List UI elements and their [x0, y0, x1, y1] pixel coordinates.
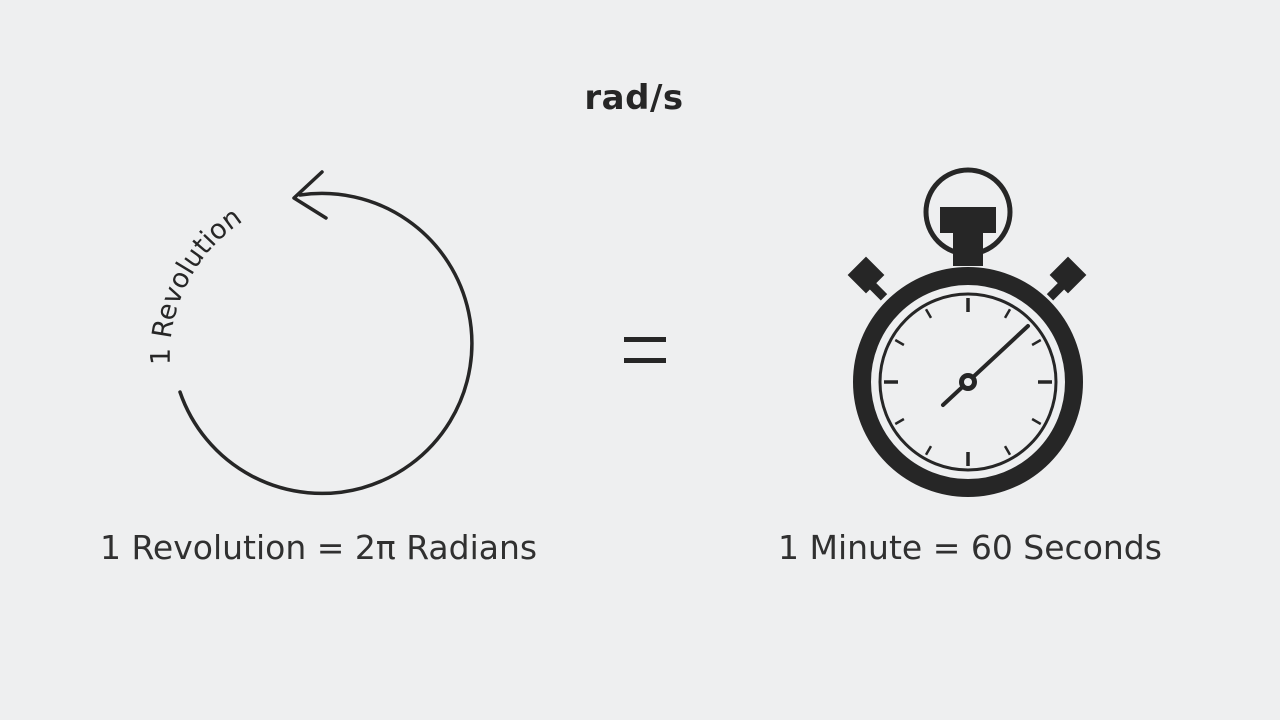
left-caption: 1 Revolution = 2π Radians — [100, 528, 538, 567]
stopwatch-right-button — [1046, 256, 1087, 301]
page-title: rad/s — [584, 78, 684, 118]
stopwatch-crown — [940, 207, 996, 266]
stopwatch-tick — [894, 338, 905, 347]
stopwatch-tick — [1003, 308, 1012, 319]
stopwatch-tick — [1003, 445, 1012, 456]
equals-icon — [624, 337, 666, 363]
stopwatch-hand — [941, 324, 1030, 407]
circular-arrow-icon — [178, 170, 474, 496]
stopwatch-tick — [924, 445, 933, 456]
stopwatch-tick — [894, 417, 905, 426]
stopwatch-body — [853, 267, 1083, 497]
right-caption: 1 Minute = 60 Seconds — [778, 528, 1162, 567]
stopwatch-tick — [924, 308, 933, 319]
stopwatch-tick — [1031, 338, 1042, 347]
stopwatch-left-button — [847, 256, 888, 301]
stopwatch-ticks — [884, 298, 1052, 466]
stopwatch-tick — [1031, 417, 1042, 426]
